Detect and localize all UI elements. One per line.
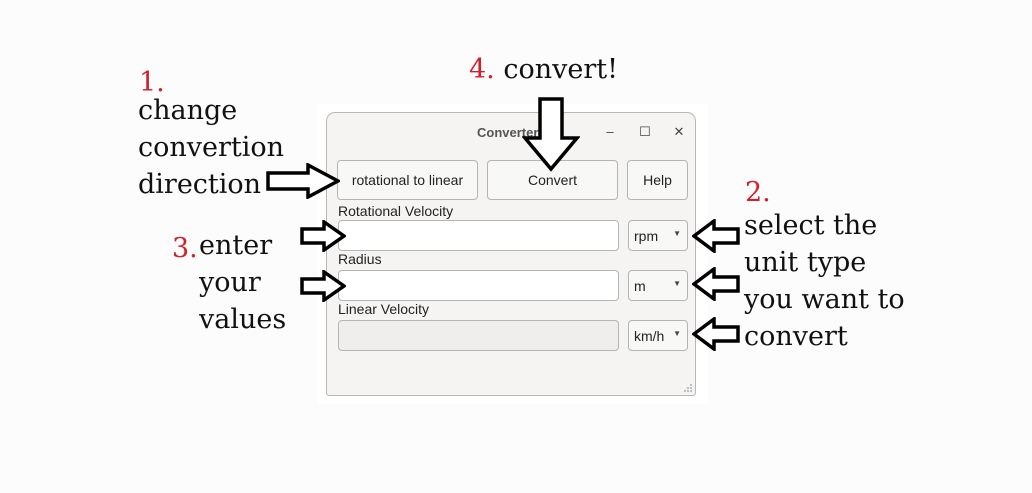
step2-number: 2.	[745, 177, 771, 208]
radius-input[interactable]	[338, 270, 619, 301]
help-button[interactable]: Help	[627, 160, 688, 200]
step3-line3: values	[199, 304, 287, 335]
step3-line1: enter	[199, 230, 273, 261]
step4-text: convert!	[503, 54, 618, 85]
step1-number: 1.	[139, 67, 165, 98]
radius-unit-value: m	[634, 278, 646, 294]
step1-line2: convertion	[138, 132, 285, 163]
linear-unit-value: km/h	[634, 328, 665, 344]
step4-annotation: 4. convert!	[469, 51, 618, 88]
radius-unit-select[interactable]: m ▼	[628, 270, 688, 301]
outline-arrow-icon	[692, 267, 740, 301]
linear-velocity-label: Linear Velocity	[338, 301, 430, 317]
step2-line4: convert	[744, 321, 848, 352]
rotational-unit-value: rpm	[634, 228, 659, 244]
chevron-down-icon: ▼	[673, 329, 681, 338]
outline-arrow-icon	[266, 163, 340, 199]
outline-arrow-icon	[300, 220, 346, 252]
radius-label: Radius	[338, 251, 382, 267]
minimize-button[interactable]: –	[606, 124, 614, 139]
step1-text: change convertion direction	[138, 92, 284, 203]
step1-line3: direction	[138, 169, 262, 200]
step2-line3: you want to	[744, 284, 905, 315]
chevron-down-icon: ▼	[673, 279, 681, 288]
outline-arrow-icon	[692, 317, 740, 351]
rotational-velocity-input[interactable]	[338, 220, 619, 251]
converter-window: Converter – ☐ ✕ rotational to linear Con…	[326, 112, 696, 396]
step4-number: 4.	[469, 54, 495, 85]
step3-line2: your	[199, 267, 261, 298]
step1-line1: change	[138, 95, 238, 126]
title-bar[interactable]: Converter – ☐ ✕	[327, 113, 695, 151]
outline-arrow-icon	[522, 97, 580, 172]
linear-velocity-output	[338, 320, 619, 351]
chevron-down-icon: ▼	[673, 229, 681, 238]
outline-arrow-icon	[692, 219, 740, 253]
rotational-unit-select[interactable]: rpm ▼	[628, 220, 688, 251]
rotational-velocity-label: Rotational Velocity	[338, 203, 454, 219]
step2-line2: unit type	[744, 247, 867, 278]
direction-toggle-button[interactable]: rotational to linear	[337, 160, 478, 200]
step3-number: 3.	[172, 233, 198, 264]
step3-text: enter your values	[199, 227, 286, 338]
close-button[interactable]: ✕	[673, 124, 685, 139]
maximize-button[interactable]: ☐	[639, 124, 651, 139]
step2-line1: select the	[744, 210, 878, 241]
step2-text: select the unit type you want to convert	[744, 207, 905, 355]
linear-unit-select[interactable]: km/h ▼	[628, 320, 688, 351]
resize-grip-icon[interactable]	[683, 383, 693, 393]
outline-arrow-icon	[300, 270, 346, 302]
